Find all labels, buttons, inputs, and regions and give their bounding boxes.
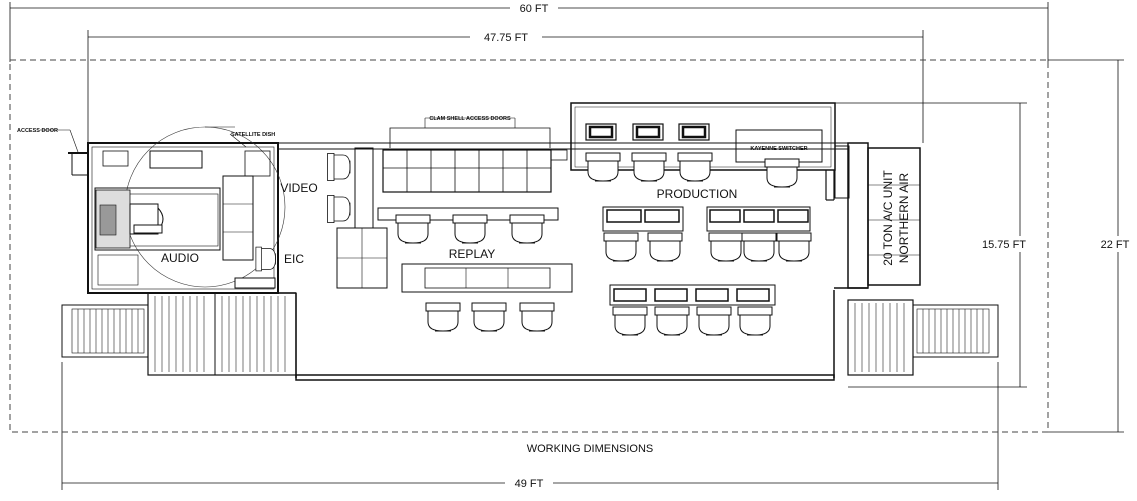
production-chairs-top bbox=[585, 152, 800, 188]
stairs-right bbox=[847, 299, 999, 376]
access-door-label: ACCESS DOOR bbox=[17, 128, 58, 134]
eic-label: EIC bbox=[284, 252, 304, 266]
replay-label: REPLAY bbox=[449, 247, 495, 261]
video-label: VIDEO bbox=[280, 181, 317, 195]
production-desk-right bbox=[706, 206, 812, 262]
working-envelope bbox=[9, 59, 1049, 433]
dim-47-75ft-label: 47.75 FT bbox=[484, 32, 528, 44]
access-door bbox=[40, 129, 88, 176]
audio-label: AUDIO bbox=[161, 251, 199, 265]
production-label: PRODUCTION bbox=[657, 187, 738, 201]
dimension-truck bbox=[87, 30, 924, 143]
rack-row-top bbox=[382, 149, 568, 193]
video-area bbox=[327, 147, 388, 289]
trailer-body bbox=[87, 102, 921, 381]
ac-unit-label-1: 20 TON A/C UNIT bbox=[881, 170, 895, 266]
dimension-height-total bbox=[1048, 59, 1136, 433]
audio-room bbox=[94, 126, 286, 289]
production-desk-bottom bbox=[609, 284, 776, 336]
dimension-overall bbox=[9, 1, 1049, 62]
stairs-left bbox=[61, 292, 297, 376]
working-dimensions-label: WORKING DIMENSIONS bbox=[527, 443, 654, 455]
ac-unit-label-2: NORTHERN AIR bbox=[897, 172, 911, 263]
dim-60ft-label: 60 FT bbox=[520, 3, 549, 15]
dimension-expanded bbox=[61, 362, 999, 490]
production-desk-left bbox=[602, 206, 684, 262]
satellite-dish-label: SATELLITE DISH bbox=[231, 132, 275, 138]
replay-desk-top bbox=[377, 207, 559, 244]
kayenne-switcher-label: KAYENNE SWITCHER bbox=[750, 146, 807, 152]
dim-22ft-label: 22 FT bbox=[1101, 239, 1130, 251]
dimension-height-inner bbox=[835, 102, 1030, 388]
replay-desk-bottom bbox=[401, 263, 573, 332]
clam-shell-doors bbox=[389, 117, 551, 148]
dim-15-75ft-label: 15.75 FT bbox=[982, 239, 1026, 251]
dim-49ft-label: 49 FT bbox=[515, 478, 544, 490]
ac-unit bbox=[868, 184, 920, 256]
clam-shell-label: CLAM SHELL ACCESS DOORS bbox=[429, 116, 511, 122]
